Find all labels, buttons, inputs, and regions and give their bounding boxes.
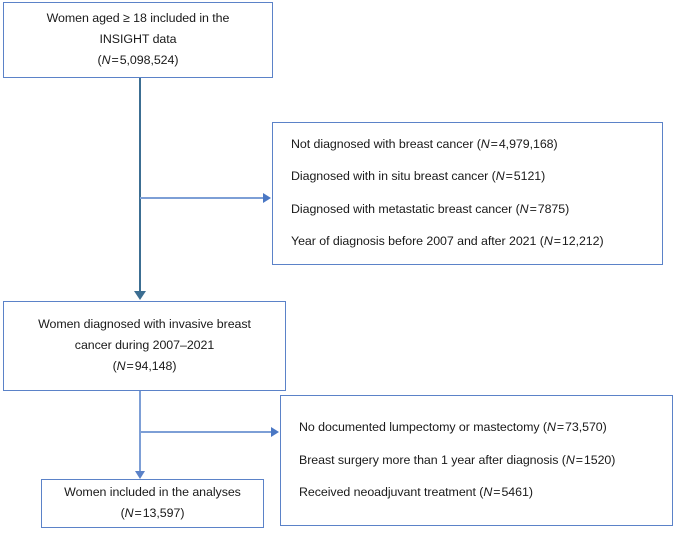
exclusion-1-item-2-text: Diagnosed with in situ breast cancer xyxy=(291,169,489,184)
box-invasive-line-2: cancer during 2007–2021 xyxy=(74,338,215,352)
exclusion-1-item-1: Not diagnosed with breast cancer (N = 4,… xyxy=(291,136,558,151)
connector-to-second-exclusion xyxy=(140,431,271,433)
exclusion-1-item-1-text: Not diagnosed with breast cancer xyxy=(291,136,474,151)
box-included-line-2: (N = 13,597) xyxy=(120,506,185,520)
box-invasive-cohort: Women diagnosed with invasive breast can… xyxy=(3,301,286,391)
n-value: 13,597 xyxy=(142,506,181,520)
box-source-line-3: (N = 5,098,524) xyxy=(97,52,179,67)
box-source-line-2: INSIGHT data xyxy=(99,32,177,46)
box-source-line-1: Women aged ≥ 18 included in the xyxy=(46,11,230,26)
n-value: 5,098,524 xyxy=(119,52,175,67)
connector-invasive-to-included xyxy=(139,391,141,471)
box-first-exclusion: Not diagnosed with breast cancer (N = 4,… xyxy=(272,122,663,265)
connector-to-first-exclusion xyxy=(140,197,263,199)
connector-source-to-invasive xyxy=(139,78,141,293)
exclusion-1-item-3-text: Diagnosed with metastatic breast cancer xyxy=(291,201,513,216)
box-source-population: Women aged ≥ 18 included in the INSIGHT … xyxy=(3,2,273,78)
box-second-exclusion: No documented lumpectomy or mastectomy (… xyxy=(280,395,673,526)
exclusion-2-item-1-text: No documented lumpectomy or mastectomy xyxy=(299,419,540,434)
exclusion-2-item-1-n: 73,570 xyxy=(565,419,603,434)
box-included-cohort: Women included in the analyses (N = 13,5… xyxy=(41,479,264,528)
n-symbol: N xyxy=(543,234,553,249)
box-invasive-line-1: Women diagnosed with invasive breast xyxy=(38,317,251,332)
exclusion-1-item-4: Year of diagnosis before 2007 and after … xyxy=(291,234,604,249)
exclusion-2-item-2-n: 1520 xyxy=(583,452,612,467)
arrow-head-right-to-second-exclusion xyxy=(271,427,279,437)
arrow-head-right-to-first-exclusion xyxy=(263,193,271,203)
arrow-head-down-to-invasive xyxy=(134,291,146,300)
exclusion-1-item-4-n: 12,212 xyxy=(561,234,600,249)
exclusion-1-item-2: Diagnosed with in situ breast cancer (N … xyxy=(291,169,546,184)
n-symbol: N xyxy=(124,506,134,520)
exclusion-1-item-4-text: Year of diagnosis before 2007 and after … xyxy=(291,234,537,249)
exclusion-1-item-1-n: 4,979,168 xyxy=(498,136,554,151)
n-symbol: N xyxy=(480,136,490,151)
exclusion-2-item-2: Breast surgery more than 1 year after di… xyxy=(299,452,616,467)
n-symbol: N xyxy=(546,419,556,434)
n-symbol: N xyxy=(116,358,126,373)
box-included-line-1: Women included in the analyses xyxy=(64,485,241,500)
exclusion-2-item-2-text: Breast surgery more than 1 year after di… xyxy=(299,452,559,467)
box-invasive-line-3: (N = 94,148) xyxy=(112,358,177,373)
exclusion-2-item-1: No documented lumpectomy or mastectomy (… xyxy=(299,419,607,434)
arrow-head-down-to-included xyxy=(135,471,145,479)
exclusion-1-item-3-n: 7875 xyxy=(537,201,566,216)
exclusion-2-item-3: Received neoadjuvant treatment (N = 5461… xyxy=(299,485,533,500)
n-value: 94,148 xyxy=(134,358,173,373)
exclusion-2-item-3-n: 5461 xyxy=(501,485,529,500)
n-symbol: N xyxy=(519,201,529,216)
exclusion-1-item-2-n: 5121 xyxy=(513,169,542,184)
exclusion-1-item-3: Diagnosed with metastatic breast cancer … xyxy=(291,201,570,216)
n-symbol: N xyxy=(101,52,111,67)
n-symbol: N xyxy=(495,169,505,184)
n-symbol: N xyxy=(483,485,493,500)
n-symbol: N xyxy=(565,452,575,467)
exclusion-2-item-3-text: Received neoadjuvant treatment xyxy=(299,485,476,500)
